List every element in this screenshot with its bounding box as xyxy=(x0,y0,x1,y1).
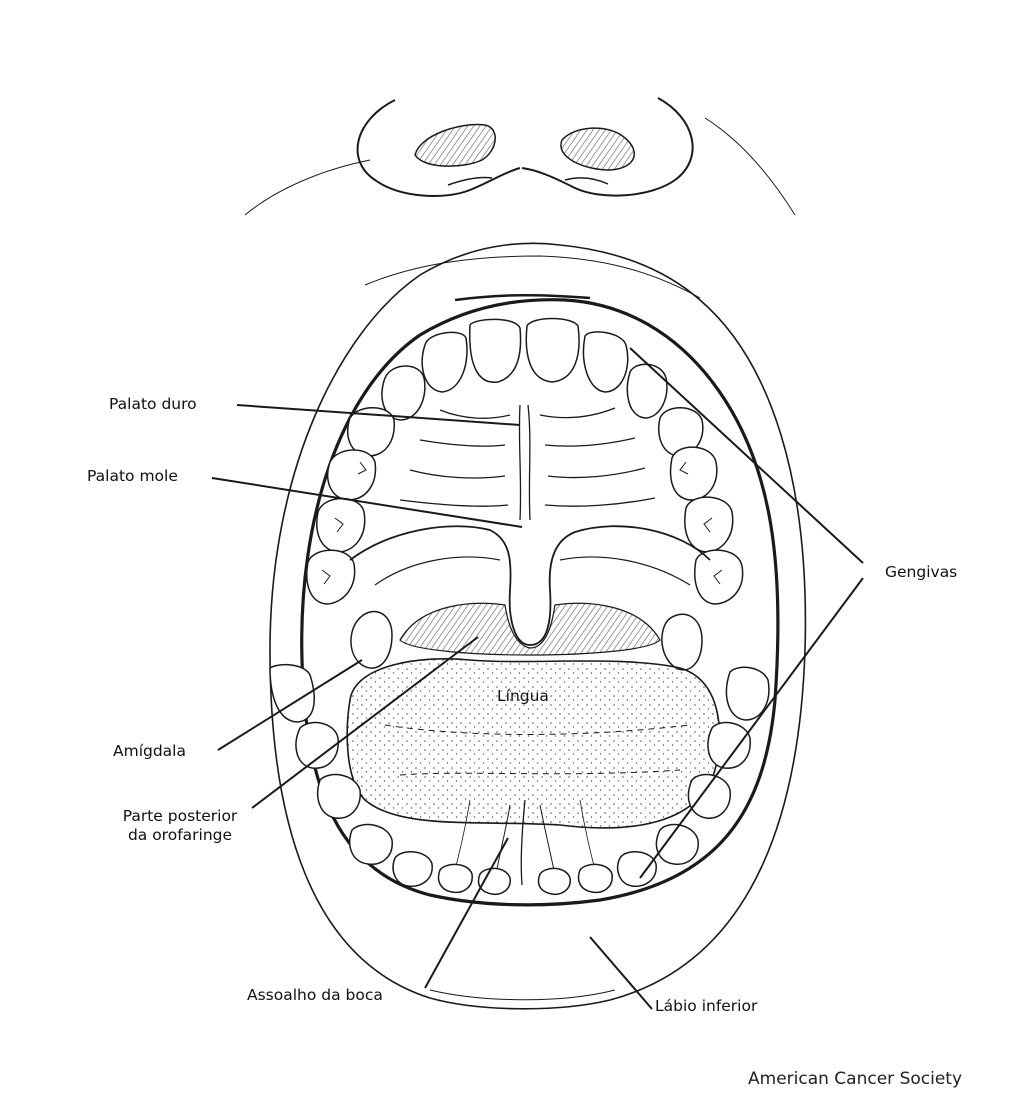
upper-teeth xyxy=(307,319,743,605)
label-soft-palate: Palato mole xyxy=(87,467,178,486)
label-tongue: Língua xyxy=(497,687,549,706)
label-oropharynx-line1: Parte posterior xyxy=(90,807,270,826)
label-oropharynx-line2: da orofaringe xyxy=(90,826,270,845)
nostril-shapes xyxy=(415,125,634,170)
label-lower-lip: Lábio inferior xyxy=(655,997,757,1016)
leader-lower-lip xyxy=(590,937,652,1009)
label-gums: Gengivas xyxy=(885,563,957,582)
label-oropharynx: Parte posterior da orofaringe xyxy=(90,807,270,845)
hard-palate-ridges xyxy=(400,405,655,520)
label-floor-of-mouth: Assoalho da boca xyxy=(247,986,383,1005)
soft-palate-and-uvula xyxy=(350,526,710,645)
molar-crease-marks xyxy=(322,462,722,584)
nose-and-face-outline xyxy=(245,98,795,215)
leader-gums-upper xyxy=(630,348,863,563)
label-hard-palate: Palato duro xyxy=(109,395,197,414)
leader-floor-of-mouth xyxy=(425,838,508,988)
label-tonsil: Amígdala xyxy=(113,742,186,761)
credit-american-cancer-society: American Cancer Society xyxy=(748,1069,962,1089)
oropharynx-back-wall xyxy=(400,603,660,655)
